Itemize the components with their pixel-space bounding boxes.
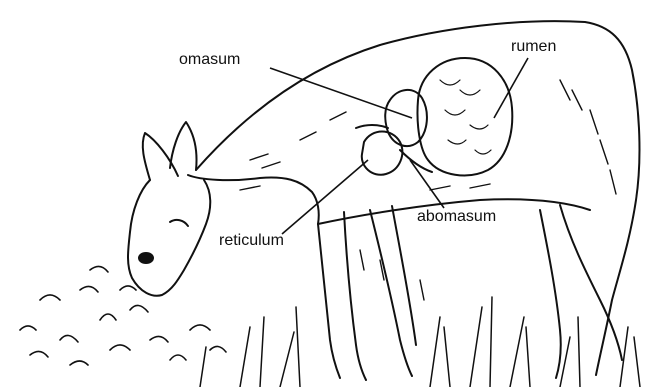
rumen-shape <box>417 58 512 175</box>
deer-ear-right <box>170 122 197 170</box>
deer-front-leg-2 <box>370 206 416 376</box>
omasum-leader-line <box>270 68 412 118</box>
rumen-texture <box>440 80 491 154</box>
deer-body-hatching <box>240 80 616 300</box>
deer-back-outline <box>196 21 639 375</box>
grass <box>200 297 640 387</box>
omasum-label: omasum <box>179 51 240 69</box>
omasum-shape <box>385 90 427 146</box>
deer-eye <box>170 220 188 226</box>
abomasum-leader-line <box>410 160 444 208</box>
reticulum-label: reticulum <box>219 232 284 250</box>
leaf-pile <box>20 266 226 365</box>
deer-front-leg <box>318 212 366 380</box>
deer-hind-leg <box>540 205 622 378</box>
rumen-label: rumen <box>511 38 556 56</box>
reticulum-shape <box>362 132 403 175</box>
abomasum-label: abomasum <box>417 208 496 226</box>
deer-head-outline <box>128 180 210 296</box>
rumen-leader-line <box>494 58 528 118</box>
deer-nose <box>139 253 153 263</box>
abomasum-shape <box>356 125 432 172</box>
